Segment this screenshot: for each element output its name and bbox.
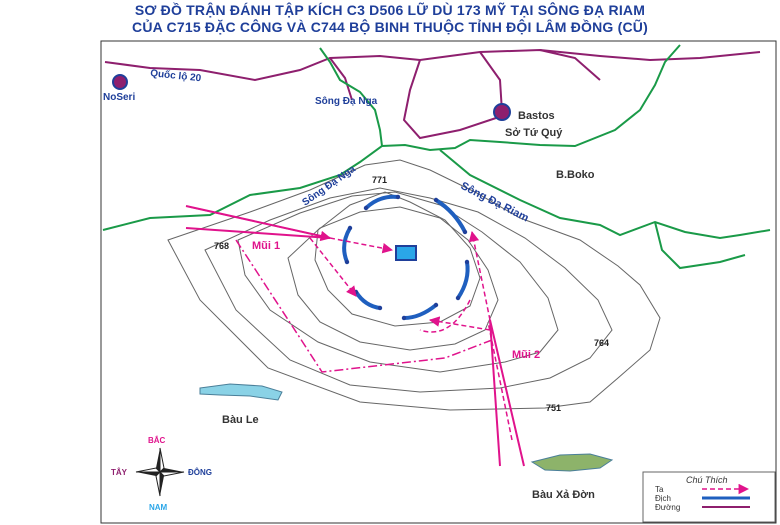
map-frame (100, 40, 777, 524)
map-title-line2: CỦA C715 ĐẶC CÔNG VÀ C744 BỘ BINH THUỘC … (132, 19, 648, 35)
noseri-label: NoSeri (103, 92, 135, 103)
compass-south-label: NAM (149, 503, 168, 512)
legend-title: Chú Thích (686, 475, 728, 485)
compass-north-label: BẮC (148, 436, 166, 445)
compass-east-label: ĐÔNG (188, 468, 212, 477)
legend: Chú Thích Ta Địch Đường (642, 471, 776, 523)
rivers (102, 44, 771, 270)
bau-xa-don-label: Bàu Xả Đờn (532, 489, 595, 501)
attack-mui2-label: Mũi 2 (512, 349, 540, 361)
bau-xa-don-pond (530, 453, 614, 472)
bastos-marker (493, 103, 511, 121)
elevation-764: 764 (594, 338, 609, 348)
map-title-line1: SƠ ĐỒ TRẬN ĐÁNH TẬP KÍCH C3 D506 LỮ DÙ 1… (134, 2, 646, 18)
elevation-771: 771 (372, 175, 387, 185)
compass-rose-icon (135, 447, 185, 497)
compass-west-label: TÂY (111, 468, 128, 477)
elevation-751: 751 (546, 403, 561, 413)
enemy-command-post (395, 245, 417, 261)
noseri-marker (112, 74, 128, 90)
legend-duong-label: Đường (655, 503, 680, 512)
bau-le-pond (199, 383, 283, 401)
attack-route-mui1 (185, 205, 493, 373)
legend-dich-label: Địch (655, 494, 671, 503)
elevation-768: 768 (214, 241, 229, 251)
contours (167, 159, 661, 411)
road (104, 48, 761, 140)
attack-route-mui2 (419, 230, 525, 467)
legend-ta-label: Ta (655, 485, 664, 494)
so-tu-quy-label: Sở Tứ Quý (505, 127, 563, 139)
bau-le-label: Bàu Le (222, 414, 259, 426)
bastos-label: Bastos (518, 110, 555, 122)
river-da-nga-label-1: Sông Đạ Nga (315, 96, 378, 107)
bboko-label: B.Boko (556, 169, 595, 181)
enemy-defenses (342, 194, 470, 320)
road-label: Quốc lộ 20 (150, 67, 203, 84)
attack-mui1-label: Mũi 1 (252, 240, 280, 252)
